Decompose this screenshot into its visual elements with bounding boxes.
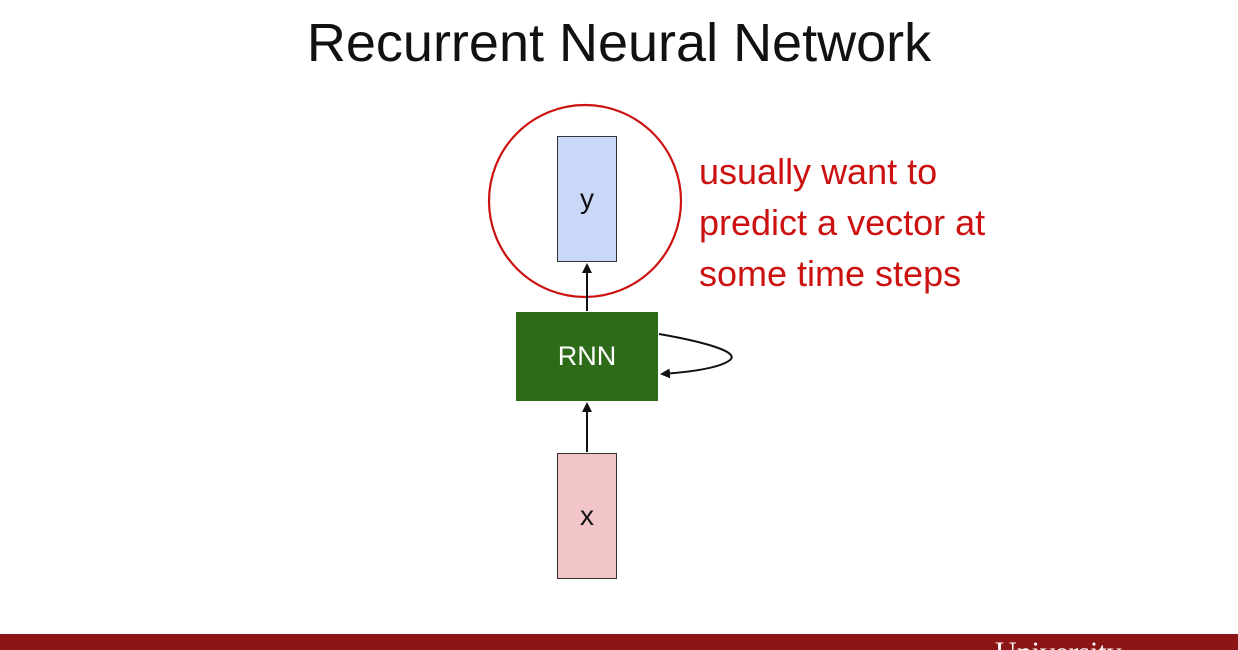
output-label: y bbox=[580, 183, 594, 214]
footer-university-text: University bbox=[995, 638, 1122, 650]
annotation-line: predict a vector at bbox=[699, 202, 986, 243]
footer-bar: University bbox=[0, 634, 1238, 650]
input-vector-x: x bbox=[557, 453, 617, 579]
annotation-line: usually want to bbox=[699, 151, 938, 192]
annotation-text: usually want to predict a vector at some… bbox=[699, 146, 1119, 299]
annotation-line: some time steps bbox=[699, 253, 962, 294]
input-label: x bbox=[580, 500, 594, 531]
output-highlight-circle bbox=[487, 103, 683, 299]
rnn-label: RNN bbox=[557, 341, 617, 371]
rnn-block: RNN bbox=[516, 312, 658, 401]
recurrent-loop-arrow bbox=[658, 333, 733, 379]
slide-title: Recurrent Neural Network bbox=[306, 13, 932, 73]
output-vector-y: y bbox=[557, 136, 617, 262]
